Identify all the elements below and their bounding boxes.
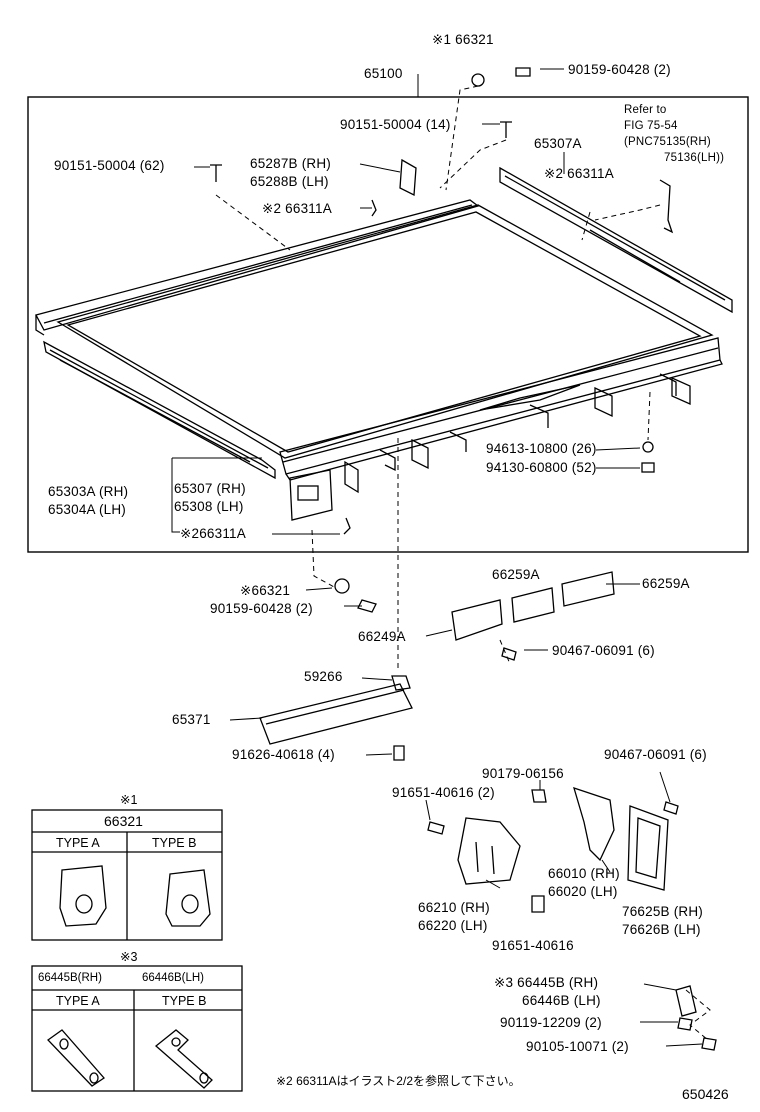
label-66249A: 66249A <box>358 629 406 644</box>
bracket-65307 <box>289 469 333 521</box>
bolt-90467-a <box>501 647 517 661</box>
bolt-91651-a <box>427 821 445 835</box>
table-1-type-b: TYPE B <box>152 836 197 850</box>
label-66311A-right: ※2 66311A <box>544 166 614 181</box>
clip-66311A-left <box>371 199 377 217</box>
label-refer-3: (PNC75135(RH) <box>624 136 711 148</box>
label-65100: 65100 <box>364 66 403 81</box>
side-rail-right <box>499 166 733 314</box>
label-66220: 66220 (LH) <box>418 918 488 933</box>
label-90119: 90119-12209 (2) <box>500 1015 602 1030</box>
label-refer-4: 75136(LH)) <box>664 152 725 164</box>
clip-65287B <box>399 158 417 197</box>
label-66010: 66010 (RH) <box>548 866 620 881</box>
label-65307A: 65307A <box>534 136 582 151</box>
bolt-90159-top <box>515 67 531 77</box>
screw-90151-14 <box>500 121 512 138</box>
bolt-90119 <box>677 1017 693 1031</box>
label-66321-mid: ※66321 <box>240 583 291 598</box>
label-66321-top: ※1 66321 <box>432 32 494 47</box>
nut-90179 <box>531 789 547 803</box>
label-94613: 94613-10800 (26) <box>486 441 597 456</box>
label-91651-b: 91651-40616 <box>492 938 574 953</box>
plate-65371 <box>259 683 413 745</box>
label-91651-a: 91651-40616 (2) <box>392 785 495 800</box>
plate-66259A-1 <box>511 587 555 623</box>
table-3 <box>31 965 243 1092</box>
label-66445B: ※3 66445B (RH) <box>494 975 599 990</box>
label-65307: 65307 (RH) <box>174 481 246 496</box>
label-90105: 90105-10071 (2) <box>526 1039 629 1054</box>
label-90159-top: 90159-60428 (2) <box>568 62 671 77</box>
table-1-part: 66321 <box>104 813 143 829</box>
label-90467-a: 90467-06091 (6) <box>552 643 655 658</box>
label-65304A: 65304A (LH) <box>48 502 126 517</box>
label-66259A-2: 66259A <box>642 576 690 591</box>
bracket-66210 <box>457 817 521 885</box>
label-refer-1: Refer to <box>624 104 667 116</box>
table-3-mark: ※3 <box>120 950 138 964</box>
label-76626B: 76626B (LH) <box>622 922 701 937</box>
label-91626: 91626-40618 (4) <box>232 747 335 762</box>
bracket-66445B <box>675 985 697 1017</box>
clip-66311A-mid <box>343 517 351 535</box>
side-rail-left <box>43 340 276 480</box>
label-90179: 90179-06156 <box>482 766 564 781</box>
bolt-91626 <box>393 745 405 761</box>
plate-66249A <box>451 599 503 641</box>
label-65303A: 65303A (RH) <box>48 484 129 499</box>
label-65371: 65371 <box>172 712 211 727</box>
cover-76625B <box>627 805 669 891</box>
footnote: ※2 66311Aはイラスト2/2を参照して下さい。 <box>276 1074 521 1088</box>
label-76625B: 76625B (RH) <box>622 904 703 919</box>
label-94130: 94130-60800 (52) <box>486 460 597 475</box>
label-66311A-left: ※2 66311A <box>262 201 332 216</box>
plate-66259A-2 <box>561 571 615 607</box>
bolt-90159-mid <box>357 599 377 613</box>
bolt-90105 <box>701 1037 717 1051</box>
label-65288B: 65288B (LH) <box>250 174 329 189</box>
label-266311A: ※266311A <box>180 526 246 541</box>
table-1 <box>31 809 223 941</box>
label-66259A-1: 66259A <box>492 567 540 582</box>
cross-rail-front <box>35 199 480 336</box>
label-90467-b: 90467-06091 (6) <box>604 747 707 762</box>
table-3-type-a: TYPE A <box>56 994 100 1008</box>
label-refer-2: FIG 75-54 <box>624 120 678 132</box>
bolt-90467-b <box>663 801 679 815</box>
label-66020: 66020 (LH) <box>548 884 618 899</box>
assembly-frame <box>27 96 749 553</box>
table-1-type-a: TYPE A <box>56 836 100 850</box>
deck-panel <box>56 204 714 459</box>
grommet-66321-top <box>471 73 485 87</box>
label-59266: 59266 <box>304 669 343 684</box>
cross-members <box>344 373 691 494</box>
label-65308: 65308 (LH) <box>174 499 244 514</box>
bracket-59266 <box>391 675 411 691</box>
table-1-mark: ※1 <box>120 793 138 807</box>
bolt-91651-b <box>531 895 545 913</box>
nut-94130 <box>641 462 655 473</box>
label-66210: 66210 (RH) <box>418 900 490 915</box>
side-rail-front <box>279 337 723 481</box>
screw-90151-62 <box>210 164 222 182</box>
label-65287B: 65287B (RH) <box>250 156 331 171</box>
grommet-66321-mid <box>334 578 350 594</box>
clip-right-refer <box>659 179 674 234</box>
table-3-part-rh: 66445B(RH) <box>38 972 102 984</box>
table-3-part-lh: 66446B(LH) <box>142 972 205 984</box>
label-90159-mid: 90159-60428 (2) <box>210 601 313 616</box>
label-66446B: 66446B (LH) <box>522 993 601 1008</box>
figure-code: 650426 <box>682 1086 729 1102</box>
label-90151-14: 90151-50004 (14) <box>340 117 451 132</box>
label-90151-62: 90151-50004 (62) <box>54 158 165 173</box>
bracket-66010 <box>573 786 615 862</box>
table-3-type-b: TYPE B <box>162 994 207 1008</box>
nut-94613 <box>642 441 654 453</box>
